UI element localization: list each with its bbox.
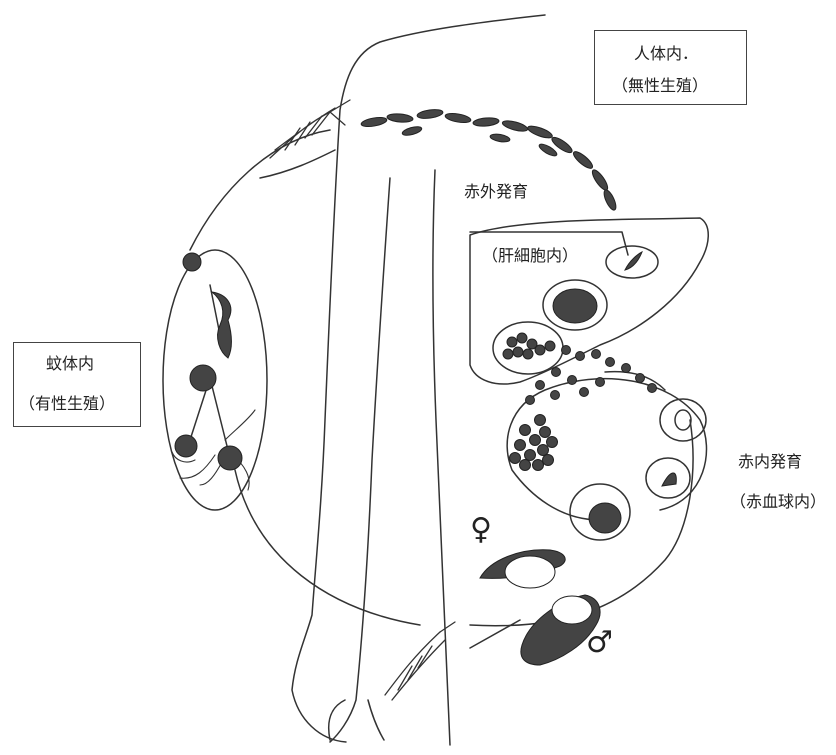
male-gametocyte-cell <box>552 596 592 624</box>
merozoite-cluster-liver <box>503 333 555 359</box>
arrow-gametocyte <box>470 620 520 648</box>
female-symbol: ♀ <box>470 515 492 545</box>
ruptured-rbc-cluster <box>510 415 558 471</box>
human-arm-inner-edge <box>433 170 450 745</box>
ookinete <box>212 292 231 358</box>
red-blood-cells-label: （赤血球内） <box>730 494 826 510</box>
asexual-reproduction-label: （無性生殖） <box>612 78 708 94</box>
gamete-male <box>218 446 242 470</box>
trophozoite <box>589 503 621 533</box>
sexual-reproduction-label: （有性生殖） <box>19 396 115 412</box>
merozoites-released <box>526 346 657 405</box>
mosquito-body-label: 蚊体内 <box>46 356 94 372</box>
oocyst-released <box>183 253 201 271</box>
exo-erythrocytic-label: 赤外発育 <box>464 184 528 200</box>
rbc-1-inner <box>675 410 691 430</box>
female-gametocyte-cell <box>505 556 555 588</box>
liver-cells-label: （肝細胞内） <box>482 248 578 264</box>
ring-stage <box>662 473 676 486</box>
human-arm-inner-edge-2 <box>330 178 390 742</box>
male-symbol: ♂ <box>586 628 613 658</box>
cycle-loop-bottom <box>235 470 420 625</box>
zygote <box>190 365 216 391</box>
gamete-female <box>175 435 197 457</box>
erythrocytic-label: 赤内発育 <box>738 454 802 470</box>
cycle-loop-right <box>470 420 693 626</box>
liver-schizont <box>553 289 597 323</box>
human-body-label: 人体内． <box>634 46 698 62</box>
cycle-loop-left <box>190 130 330 250</box>
